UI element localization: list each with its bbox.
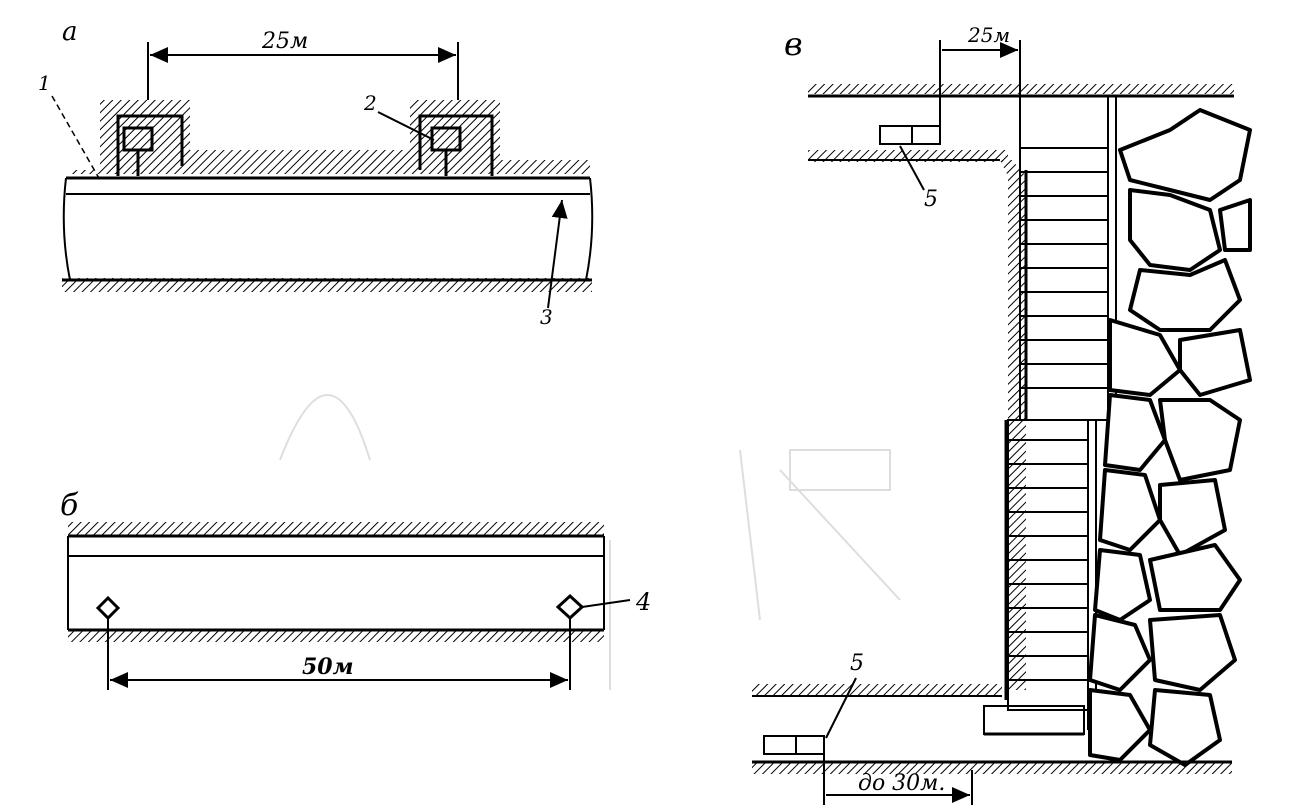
panel-v-callout-5-upper: 5 [924,187,938,212]
panel-v-device-lower [763,735,825,755]
panel-v-dimension-top: 25м [967,23,1010,47]
panel-v-dimension-bottom: до 30м. [858,771,945,796]
panel-v-shaft-wall [1000,160,1026,690]
panel-a-letter: а [62,17,78,47]
panel-v-lower-drift-hatch [752,684,1002,696]
panel-b-marker-left [95,595,121,621]
panel-a-callout-1: 1 [38,71,51,95]
panel-a: а 25м 1 2 3 [38,17,594,329]
panel-b-callout-4: 4 [635,588,651,616]
panel-b-marker-right [555,593,585,621]
panel-b-letter: б [60,488,79,523]
panel-a-callout-2: 2 [363,91,377,115]
panel-b-roof-hatch [68,522,604,536]
panel-v-callout-5-lower: 5 [850,651,864,676]
panel-v-letter: в [784,25,803,63]
panel-a-ground-hatch [70,100,590,174]
panel-v-stone-masonry [1088,108,1252,767]
panel-a-callout-3: 3 [540,305,553,329]
panel-v: в [752,23,1252,805]
panel-v-bottom-surface-hatch [752,762,1232,774]
panel-a-chamber-left [116,114,184,176]
faint-background-marks [279,394,901,690]
panel-a-chamber-right [418,114,494,176]
panel-v-device-upper [879,125,941,145]
panel-v-ladder-rungs [1008,147,1108,681]
panel-b: б 4 50м [60,488,651,690]
panel-b-dimension: 50м [302,654,354,680]
panel-b-floor-hatch [68,630,604,642]
panel-a-dimension: 25м [261,29,308,54]
